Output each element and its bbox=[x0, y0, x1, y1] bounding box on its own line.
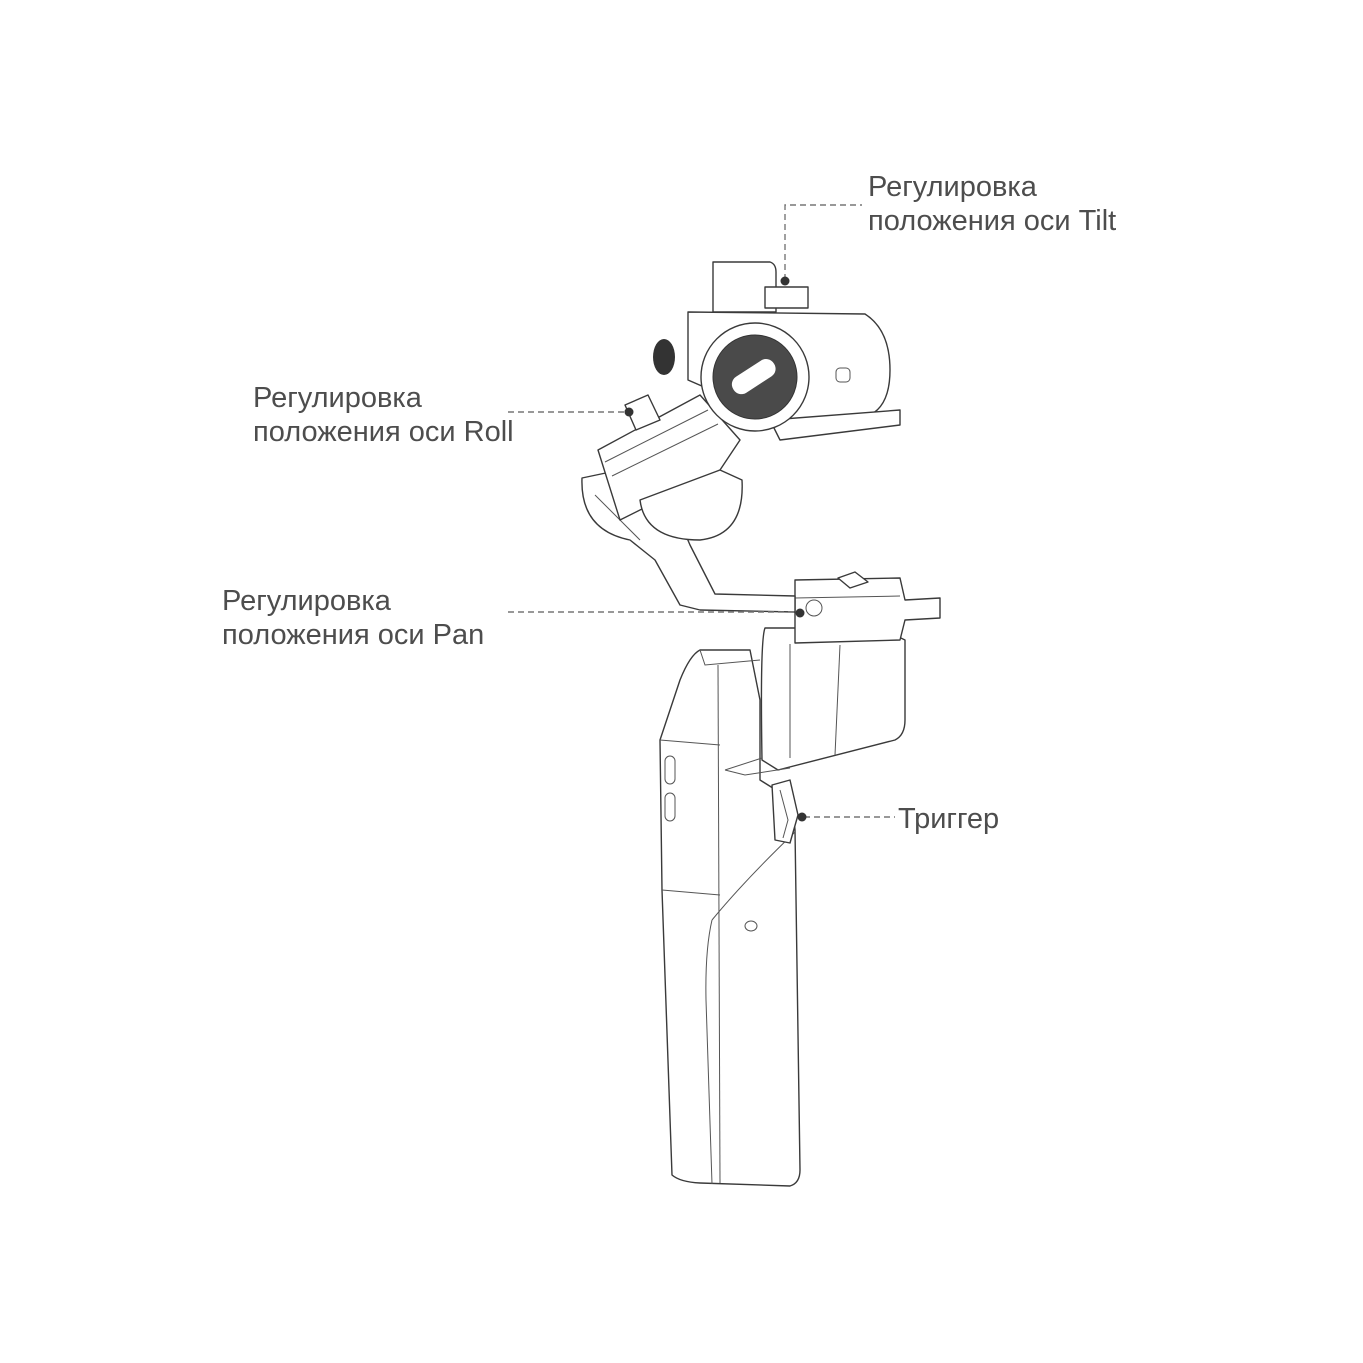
pan-marker-dot bbox=[795, 608, 805, 618]
pan-label-line1: Регулировка bbox=[222, 585, 391, 617]
roll-motor bbox=[597, 394, 743, 541]
roll-adjust-knob bbox=[624, 394, 661, 431]
roll-label-line2: положения оси Roll bbox=[253, 416, 514, 448]
trigger-label: Триггер bbox=[898, 802, 999, 836]
tilt-label: Регулировка положения оси Tilt bbox=[868, 170, 1116, 238]
tilt-leader-line bbox=[784, 204, 862, 280]
tilt-label-line1: Регулировка bbox=[868, 171, 1037, 203]
trigger-label-line1: Триггер bbox=[898, 803, 1000, 835]
tilt-adjust-knob bbox=[764, 286, 809, 309]
handle bbox=[659, 649, 801, 1187]
trigger-marker-dot bbox=[797, 812, 807, 822]
pan-motor bbox=[724, 571, 941, 776]
port-icon bbox=[744, 920, 758, 932]
roll-label: Регулировка положения оси Roll bbox=[253, 381, 514, 449]
tilt-head bbox=[653, 261, 901, 441]
pan-label-line2: положения оси Pan bbox=[222, 619, 485, 651]
button-down bbox=[664, 792, 676, 822]
tilt-marker-dot bbox=[780, 276, 790, 286]
pan-label: Регулировка положения оси Pan bbox=[222, 584, 484, 652]
tilt-label-line2: положения оси Tilt bbox=[868, 205, 1117, 237]
roll-marker-dot bbox=[624, 407, 634, 417]
roll-label-line1: Регулировка bbox=[253, 382, 422, 414]
trigger-button bbox=[771, 779, 799, 844]
button-up bbox=[664, 755, 676, 785]
